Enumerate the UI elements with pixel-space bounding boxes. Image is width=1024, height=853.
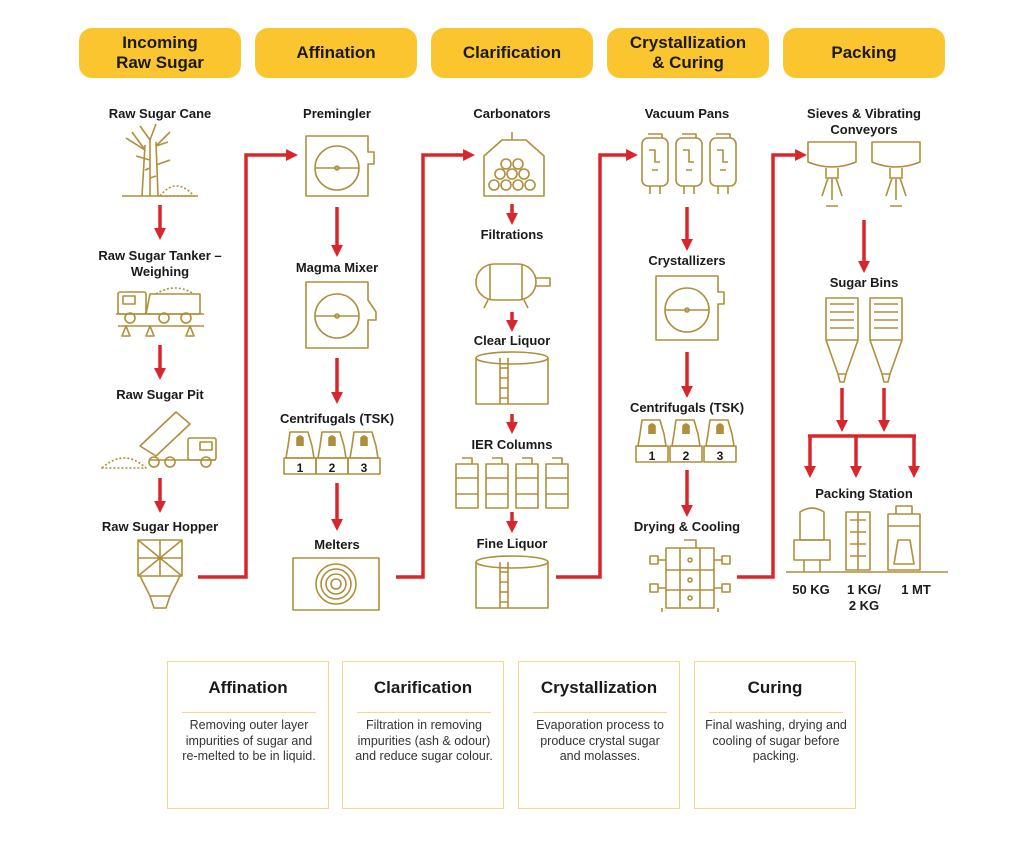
filter-icon [475,263,551,309]
step-fine-liquor: Fine Liquor [476,536,548,551]
stage-header-packing: Packing [783,28,945,78]
card-text: Final washing, drying and cooling of sug… [705,718,847,763]
melter-icon [292,557,380,611]
description-card-curing: Curing Final washing, drying and cooling… [694,661,856,809]
centrifuge-number: 2 [328,461,336,475]
packing-output-1mt: 1 MT [901,582,931,597]
card-title: Crystallization [540,678,658,697]
tipper-truck-icon [101,411,217,469]
centrifugals-icon [635,419,737,463]
step-vacuum-pans: Vacuum Pans [644,106,730,121]
step-ier-columns: IER Columns [471,437,553,452]
step-clear-liquor: Clear Liquor [473,333,551,348]
step-packing-station: Packing Station [815,486,913,501]
vacuum-pans-icon [641,133,737,194]
step-melters: Melters [314,537,360,552]
clear-liquor-tank-icon [475,351,549,405]
centrifuge-number: 1 [296,461,304,475]
tanker-truck-icon [116,287,204,337]
stage-header-crystallization-curing: Crystallization & Curing [607,28,769,78]
description-card-affination: Affination Removing outer layer impuriti… [167,661,329,809]
crystallizer-icon [655,275,725,341]
step-premingler: Premingler [303,106,371,121]
step-centrifugals-tsk: Centrifugals (TSK) [629,400,745,415]
card-divider [709,712,843,713]
packing-output-50kg: 50 KG [792,582,830,597]
step-drying-cooling: Drying & Cooling [633,519,741,534]
stage-header-affination: Affination [255,28,417,78]
sugar-cane-icon [122,123,198,197]
sugar-bins-icon [825,297,903,383]
carbonator-icon [483,132,545,197]
step-crystallizers: Crystallizers [648,253,726,268]
card-divider [533,712,667,713]
flow-arrow-transfer [556,149,638,579]
packing-station-icon [786,505,948,573]
description-card-clarification: Clarification Filtration in removing imp… [342,661,504,809]
centrifugals-icon [283,431,381,475]
step-raw-sugar-pit: Raw Sugar Pit [116,387,204,402]
step-filtrations: Filtrations [480,227,544,242]
packing-output-1kg-2kg: 1 KG/ 2 KG [847,582,881,613]
step-carbonators: Carbonators [473,106,551,121]
centrifuge-number: 2 [682,449,690,463]
step-raw-sugar-cane: Raw Sugar Cane [108,106,212,121]
magma-mixer-icon [305,281,377,349]
card-text: Removing outer layer impurities of sugar… [182,718,316,763]
card-title: Affination [208,678,288,697]
step-raw-sugar-tanker-weighing: Raw Sugar Tanker – Weighing [98,248,222,279]
fine-liquor-tank-icon [475,555,549,609]
card-text: Filtration in removing impurities (ash &… [355,718,493,763]
step-sugar-bins: Sugar Bins [829,275,899,290]
stage-header-incoming-raw-sugar: Incoming Raw Sugar [79,28,241,78]
sieves-icon [807,141,921,207]
step-centrifugals-tsk: Centrifugals (TSK) [279,411,395,426]
centrifuge-number: 3 [360,461,368,475]
flow-arrow-transfer [198,149,298,579]
description-card-crystallization: Crystallization Evaporation process to p… [518,661,680,809]
step-sieves-vibrating-conveyors: Sieves & Vibrating Conveyors [807,106,921,137]
flow-arrow-transfer [396,149,475,579]
hopper-icon [137,539,183,609]
centrifuge-number: 3 [716,449,724,463]
card-title: Clarification [373,678,473,697]
card-divider [357,712,491,713]
card-title: Curing [747,678,803,697]
stage-header-clarification: Clarification [431,28,593,78]
flow-arrow-transfer [737,149,807,579]
step-magma-mixer: Magma Mixer [295,260,379,275]
card-divider [182,712,316,713]
step-raw-sugar-hopper: Raw Sugar Hopper [101,519,219,534]
ier-columns-icon [455,457,569,509]
premingler-icon [305,135,375,197]
centrifuge-number: 1 [648,449,656,463]
card-text: Evaporation process to produce crystal s… [536,718,664,763]
dryer-icon [649,539,731,612]
